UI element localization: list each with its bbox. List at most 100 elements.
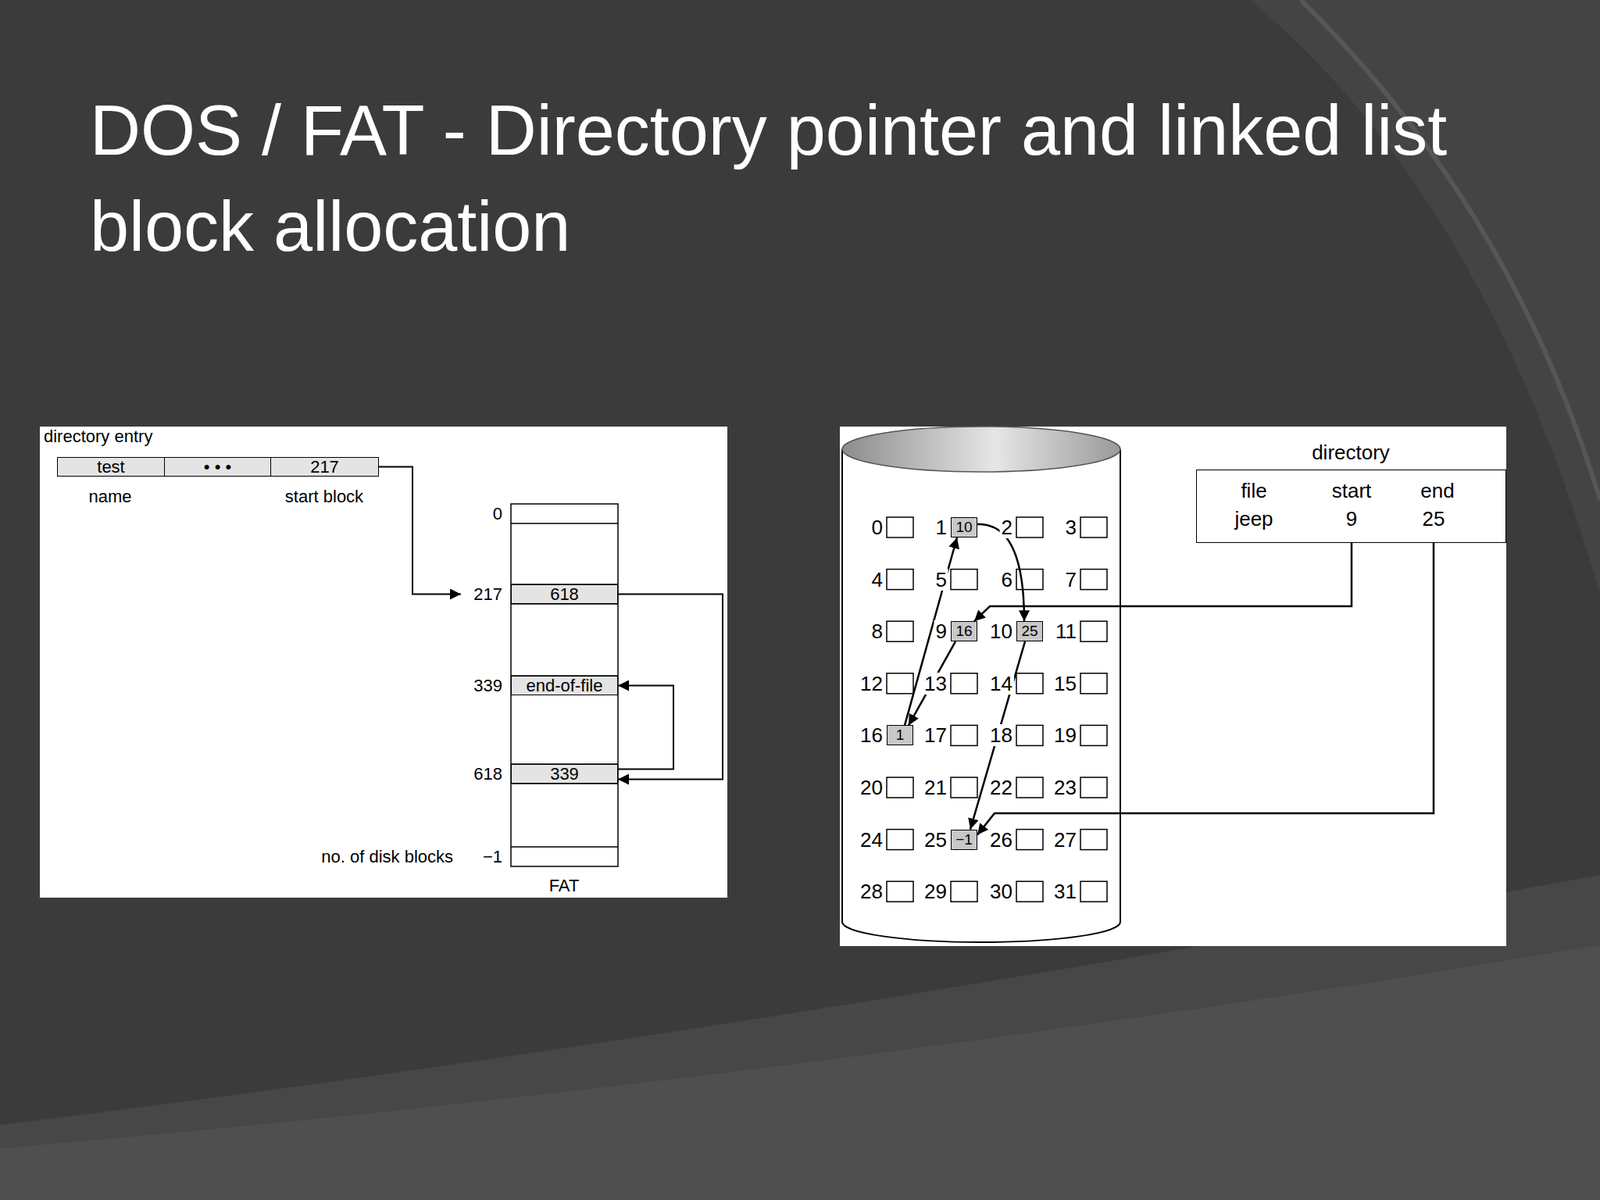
- disk-block: [950, 725, 978, 746]
- disk-block: [886, 777, 914, 798]
- disk-block: [1080, 777, 1108, 798]
- disk-block-used: −1: [950, 829, 978, 850]
- block-number: 15: [1052, 672, 1079, 695]
- disk-block-used: 1: [886, 725, 914, 746]
- block-number: 19: [1052, 724, 1079, 747]
- pointer-arrow: [974, 542, 1352, 622]
- disk-block: [1080, 569, 1108, 590]
- pointer-arrow: [904, 537, 958, 725]
- block-number: 2: [1000, 516, 1015, 539]
- block-pointer: 10: [955, 518, 972, 536]
- block-number: 14: [988, 672, 1015, 695]
- fat-value: 339: [510, 764, 618, 784]
- disk-block: [886, 881, 914, 902]
- block-number: 6: [1000, 568, 1015, 591]
- directory-field: 217: [270, 457, 379, 477]
- pointer-arrow: [378, 467, 461, 595]
- disk-block: [1016, 673, 1043, 694]
- block-number: 10: [988, 620, 1015, 643]
- disk-top: [842, 426, 1121, 472]
- disk-block: [950, 881, 978, 902]
- directory-table: filestartendjeep925directory: [1196, 433, 1507, 543]
- fat-rows: [510, 523, 618, 847]
- table-cell: 25: [1422, 508, 1446, 529]
- fat-index: 618: [460, 764, 511, 784]
- disk-block: [1080, 829, 1108, 850]
- fat-row-line: [510, 846, 618, 848]
- disk-block-used: 10: [950, 517, 978, 538]
- block-pointer: 25: [1021, 622, 1038, 640]
- disk-block: [1016, 829, 1043, 850]
- table-frame: filestartendjeep925: [1196, 469, 1507, 543]
- disk-block: [1016, 517, 1043, 538]
- fat-entry: 618339: [460, 764, 618, 784]
- figure-panel: [39, 426, 728, 898]
- directory-field: • • •: [164, 457, 272, 477]
- block-number: 7: [1064, 568, 1079, 591]
- decor-curve: [1300, 0, 1600, 500]
- block-number: 13: [922, 672, 949, 695]
- disk-block: [1016, 777, 1043, 798]
- section-label: directory entry: [43, 428, 153, 446]
- fat-value: 618: [510, 584, 618, 604]
- fat-index: 217: [460, 584, 511, 604]
- fat-entry: 217618: [460, 584, 618, 604]
- block-number: 16: [858, 724, 885, 747]
- block-number: 31: [1052, 880, 1079, 903]
- block-number: 1: [934, 516, 949, 539]
- disk-block-used: 25: [1016, 621, 1043, 642]
- disk-cylinder: [842, 449, 1121, 943]
- field-text: test: [96, 457, 125, 478]
- fat-value: end-of-file: [510, 675, 618, 696]
- slide-title: DOS / FAT - Directory pointer and linked…: [89, 82, 1497, 275]
- fat-index: 339: [460, 675, 511, 696]
- disk-block-used: 16: [950, 621, 978, 642]
- disk-block: [950, 673, 978, 694]
- disk-block: [1016, 881, 1043, 902]
- fat-column: [510, 503, 618, 867]
- block-number: 17: [922, 724, 949, 747]
- block-number: 12: [858, 672, 885, 695]
- field-label: name: [88, 488, 132, 506]
- block-number: 26: [988, 828, 1015, 851]
- disk-block: [886, 517, 914, 538]
- figure-panel: [839, 426, 1507, 947]
- disk-block: [886, 829, 914, 850]
- block-number: 29: [922, 880, 949, 903]
- directory-field: test: [57, 457, 165, 477]
- decor-band: [0, 945, 1600, 1200]
- block-pointer: −1: [955, 831, 973, 849]
- block-number: 18: [988, 724, 1015, 747]
- block-number: 24: [858, 828, 885, 851]
- block-number: 0: [870, 516, 885, 539]
- pointer-arrow: [970, 641, 1025, 829]
- block-number: 22: [988, 776, 1015, 799]
- fat-index: −1: [482, 848, 503, 866]
- disk-block: [886, 621, 914, 642]
- disk-block: [1080, 673, 1108, 694]
- disk-block: [886, 673, 914, 694]
- block-number: 8: [870, 620, 885, 643]
- table-cell: 9: [1346, 508, 1358, 529]
- disk-block: [1080, 725, 1108, 746]
- fat-entry: 339end-of-file: [460, 675, 618, 696]
- field-text: 217: [310, 457, 340, 478]
- block-number: 3: [1064, 516, 1079, 539]
- block-number: 4: [870, 568, 885, 591]
- block-number: 9: [934, 620, 949, 643]
- disk-block: [1080, 881, 1108, 902]
- pointer-arrow: [977, 542, 1434, 836]
- disk-block: [1080, 517, 1108, 538]
- pointer-arrow: [977, 524, 1025, 622]
- column-header: file: [1240, 480, 1267, 501]
- disk-block: [950, 777, 978, 798]
- disk-block: [950, 569, 978, 590]
- fat-row-line: [510, 522, 618, 525]
- fat-note: no. of disk blocks: [321, 848, 454, 866]
- table-caption: FAT: [549, 877, 580, 895]
- block-pointer: 16: [955, 622, 972, 640]
